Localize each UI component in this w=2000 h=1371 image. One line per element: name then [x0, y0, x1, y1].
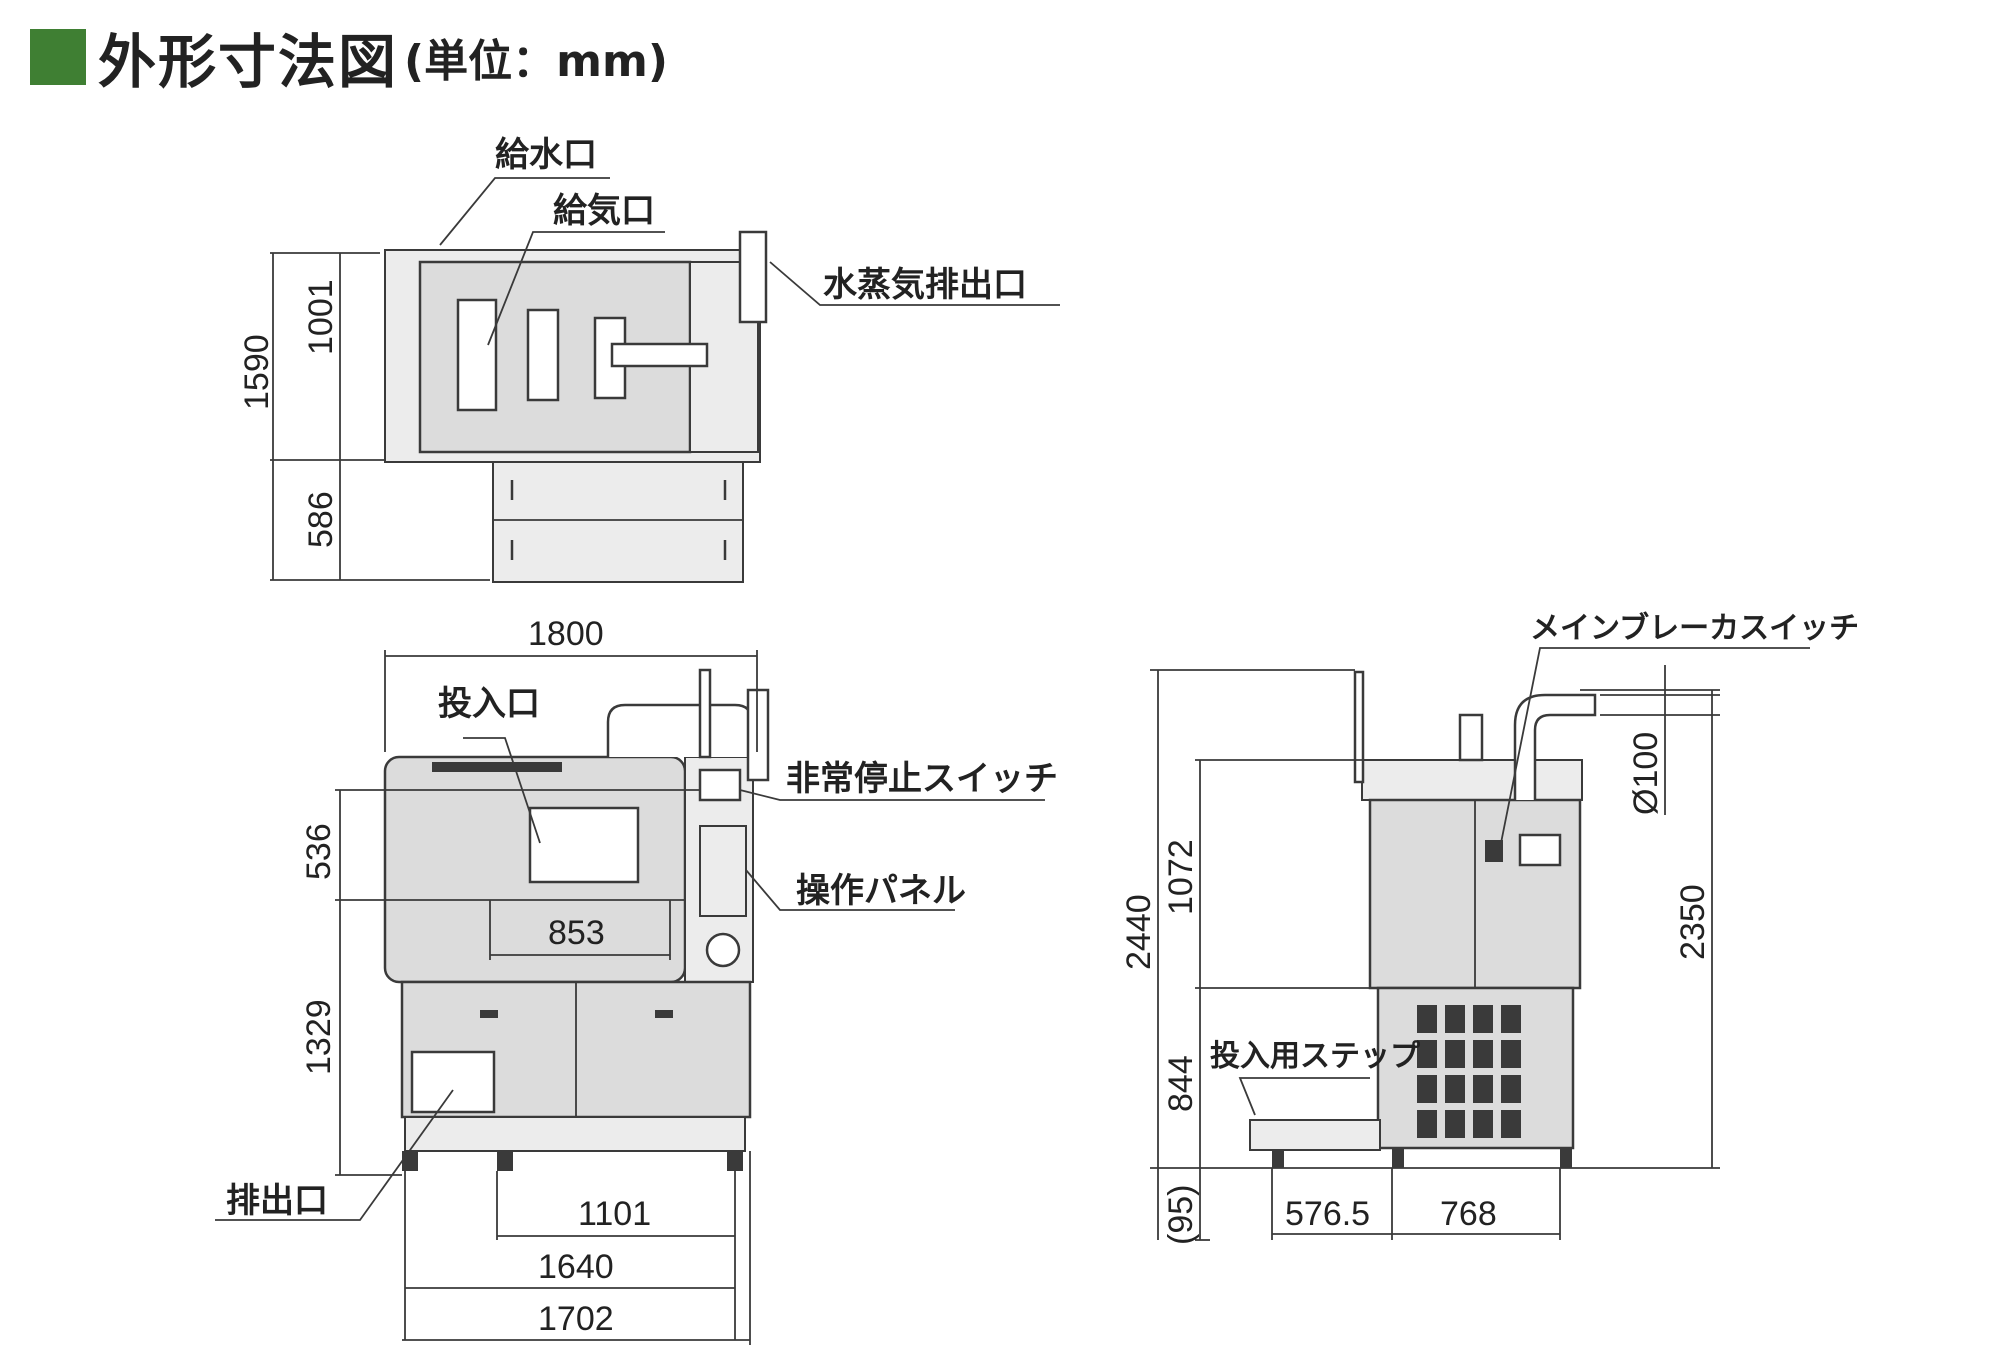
dim-front-1702: 1702 [538, 1300, 614, 1338]
front-top-rail [432, 762, 562, 772]
side-duct [1513, 693, 1597, 800]
dim-side-576-5: 576.5 [1285, 1195, 1370, 1233]
top-view [270, 177, 1060, 583]
dim-front-1800: 1800 [528, 615, 604, 653]
front-chimney [746, 688, 770, 782]
dim-side-844: 844 [1162, 1055, 1200, 1112]
label-control-panel: 操作パネル [796, 871, 966, 911]
front-view [215, 650, 1045, 1345]
side-loading-step [1249, 1119, 1381, 1151]
page-title: 外形寸法図 [98, 28, 399, 96]
label-main-breaker: メインブレーカスイッチ [1530, 611, 1859, 646]
discharge-port [410, 1050, 496, 1114]
side-top-cap [1361, 759, 1583, 801]
dim-side-2440: 2440 [1120, 894, 1158, 970]
dim-side-1072: 1072 [1162, 839, 1200, 915]
dim-top-586: 586 [302, 491, 340, 548]
top-duct [610, 342, 709, 368]
dim-top-1001: 1001 [302, 279, 340, 355]
dim-front-536: 536 [300, 823, 338, 880]
label-loading-port: 投入口 [438, 684, 540, 724]
dim-front-1101: 1101 [578, 1195, 651, 1233]
dim-side-768: 768 [1440, 1195, 1497, 1233]
side-display [1518, 833, 1562, 867]
dim-front-1640: 1640 [538, 1248, 614, 1286]
header: 外形寸法図 (単位：mm) [30, 22, 668, 96]
front-round-port [705, 932, 741, 968]
front-handle [698, 668, 712, 759]
dim-top-1590: 1590 [238, 334, 276, 410]
dim-front-1329: 1329 [300, 999, 338, 1075]
label-water-inlet: 給水口 [495, 135, 597, 175]
top-chimney [738, 230, 768, 324]
side-view [1150, 647, 1810, 1241]
green-square-icon [30, 29, 86, 85]
front-loading-window [528, 806, 640, 884]
top-step [492, 461, 744, 583]
top-opening-1 [456, 298, 498, 412]
dim-side-phi100: Ø100 [1627, 732, 1665, 815]
unit-note: (単位：mm) [404, 36, 668, 87]
label-discharge-port: 排出口 [226, 1181, 328, 1221]
label-air-inlet: 給気口 [553, 191, 655, 231]
side-chimney [1458, 713, 1484, 762]
dim-side-2350: 2350 [1674, 884, 1712, 960]
side-vent-grille [1417, 1005, 1521, 1138]
label-steam-outlet: 水蒸気排出口 [823, 265, 1027, 305]
dim-front-853: 853 [548, 914, 605, 952]
label-loading-step: 投入用ステップ [1210, 1039, 1421, 1074]
dim-side-95: (95) [1162, 1185, 1200, 1245]
label-emergency-stop: 非常停止スイッチ [786, 759, 1058, 799]
front-base [404, 1116, 746, 1152]
top-opening-2 [526, 308, 560, 402]
front-top-duct [606, 703, 754, 757]
emergency-stop-switch [698, 768, 742, 802]
main-breaker-switch [1485, 840, 1503, 862]
control-panel [699, 825, 747, 917]
side-handle [1353, 670, 1365, 784]
